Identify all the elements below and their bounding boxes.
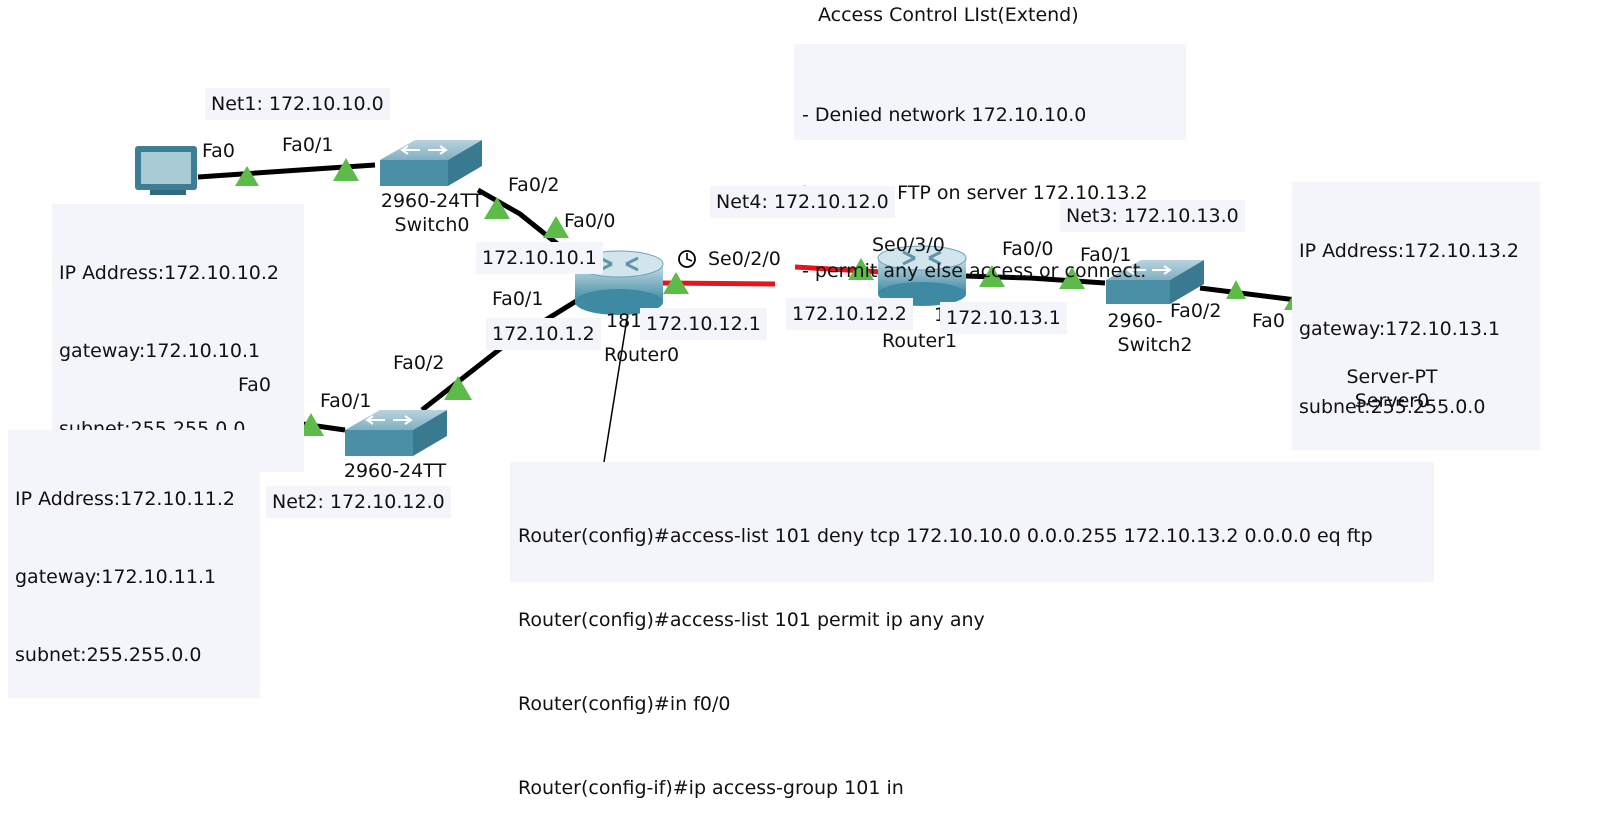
switch0-model: 2960-24TT: [380, 190, 484, 212]
net4-label: Net4: 172.10.12.0: [710, 186, 895, 218]
router0-se020-label: Se0/2/0: [708, 248, 781, 270]
acl-connector-line: [603, 299, 631, 463]
policy-line: - permit any else access or connect.: [802, 260, 1147, 282]
net1-label: Net1: 172.10.10.0: [205, 88, 390, 120]
router1-fa00-label: Fa0/0: [1002, 238, 1054, 260]
net3-label: Net3: 172.10.13.0: [1060, 200, 1245, 232]
server-model: Server-PT: [1346, 366, 1438, 388]
port-up-icon: [848, 258, 874, 280]
router0-se-ip: 172.10.12.1: [640, 308, 767, 340]
pc1-gateway: gateway:172.10.11.1: [15, 566, 217, 588]
switch0-name: Switch0: [394, 214, 470, 236]
acl-policy-note: - Denied network 172.10.10.0 to access F…: [794, 44, 1186, 282]
router1-name: Router1: [882, 330, 958, 352]
switch1-fa02-label: Fa0/2: [393, 352, 445, 374]
command-line: Router(config)#access-list 101 permit ip…: [518, 609, 985, 631]
command-line: Router(config)#access-list 101 deny tcp …: [518, 525, 1373, 547]
clock-icon: [678, 250, 696, 268]
switch2-fa01-label: Fa0/1: [1080, 244, 1132, 266]
server-address-note: IP Address:172.10.13.2 gateway:172.10.13…: [1292, 182, 1540, 450]
net2-label: Net2: 172.10.12.0: [266, 486, 451, 518]
pc1-port-label: Fa0: [238, 374, 271, 396]
router0-fa01-ip: 172.10.1.2: [486, 318, 601, 350]
port-up-icon: [543, 216, 569, 238]
pc0-gateway: gateway:172.10.10.1: [59, 340, 261, 362]
port-up-icon: [333, 158, 359, 181]
router1-se-ip: 172.10.12.2: [786, 298, 913, 330]
router0-model: 181: [606, 310, 643, 332]
port-up-icon: [235, 166, 259, 186]
router0-fa00-ip: 172.10.10.1: [476, 242, 603, 274]
command-line: Router(config)#in f0/0: [518, 693, 731, 715]
pc0-icon[interactable]: [135, 146, 197, 195]
acl-commands-note: Router(config)#access-list 101 deny tcp …: [510, 462, 1434, 799]
server-ip: IP Address:172.10.13.2: [1299, 240, 1519, 262]
switch0-fa02-label: Fa0/2: [508, 174, 560, 196]
server-name: Server0: [1354, 390, 1430, 412]
port-up-icon: [484, 197, 510, 219]
switch1-icon[interactable]: [345, 410, 447, 456]
pc0-port-label: Fa0: [202, 140, 235, 162]
port-up-icon: [1059, 267, 1085, 289]
port-up-icon: [663, 272, 689, 294]
router0-fa00-label: Fa0/0: [564, 210, 616, 232]
pc0-address-note: IP Address:172.10.10.2 gateway:172.10.10…: [52, 204, 304, 472]
policy-line: - Denied network 172.10.10.0: [802, 104, 1087, 126]
switch2-fa02-label: Fa0/2: [1170, 300, 1222, 322]
switch1-model: 2960-24TT: [343, 460, 447, 482]
acl-title: Access Control LIst(Extend): [818, 4, 1079, 26]
switch0-icon[interactable]: [380, 140, 482, 186]
router1-fa00-ip: 172.10.13.1: [940, 302, 1067, 334]
port-up-icon: [1226, 280, 1246, 299]
switch0-fa01-label: Fa0/1: [282, 134, 334, 156]
port-indicators: [215, 158, 1310, 436]
pc1-subnet: subnet:255.255.0.0: [15, 644, 202, 666]
server-gateway: gateway:172.10.13.1: [1299, 318, 1501, 340]
pc0-ip: IP Address:172.10.10.2: [59, 262, 279, 284]
switch1-fa01-label: Fa0/1: [320, 390, 372, 412]
server-subnet: subnet:255.255.0.0: [1299, 396, 1486, 418]
command-line: Router(config-if)#ip access-group 101 in: [518, 777, 904, 799]
switch2-name: Switch2: [1117, 334, 1193, 356]
port-up-icon: [444, 376, 472, 400]
pc1-ip: IP Address:172.10.11.2: [15, 488, 235, 510]
pc1-address-note: IP Address:172.10.11.2 gateway:172.10.11…: [8, 430, 260, 698]
router1-se030-label: Se0/3/0: [872, 234, 945, 256]
switch2-model: 2960-: [1107, 310, 1163, 332]
port-up-icon: [979, 265, 1005, 287]
server-port-label: Fa0: [1252, 310, 1285, 332]
switch2-icon[interactable]: [1106, 260, 1204, 304]
port-up-icon: [298, 413, 324, 436]
router0-name: Router0: [604, 344, 680, 366]
link-router0-switch1[interactable]: [420, 297, 580, 412]
router0-fa01-label: Fa0/1: [492, 288, 544, 310]
